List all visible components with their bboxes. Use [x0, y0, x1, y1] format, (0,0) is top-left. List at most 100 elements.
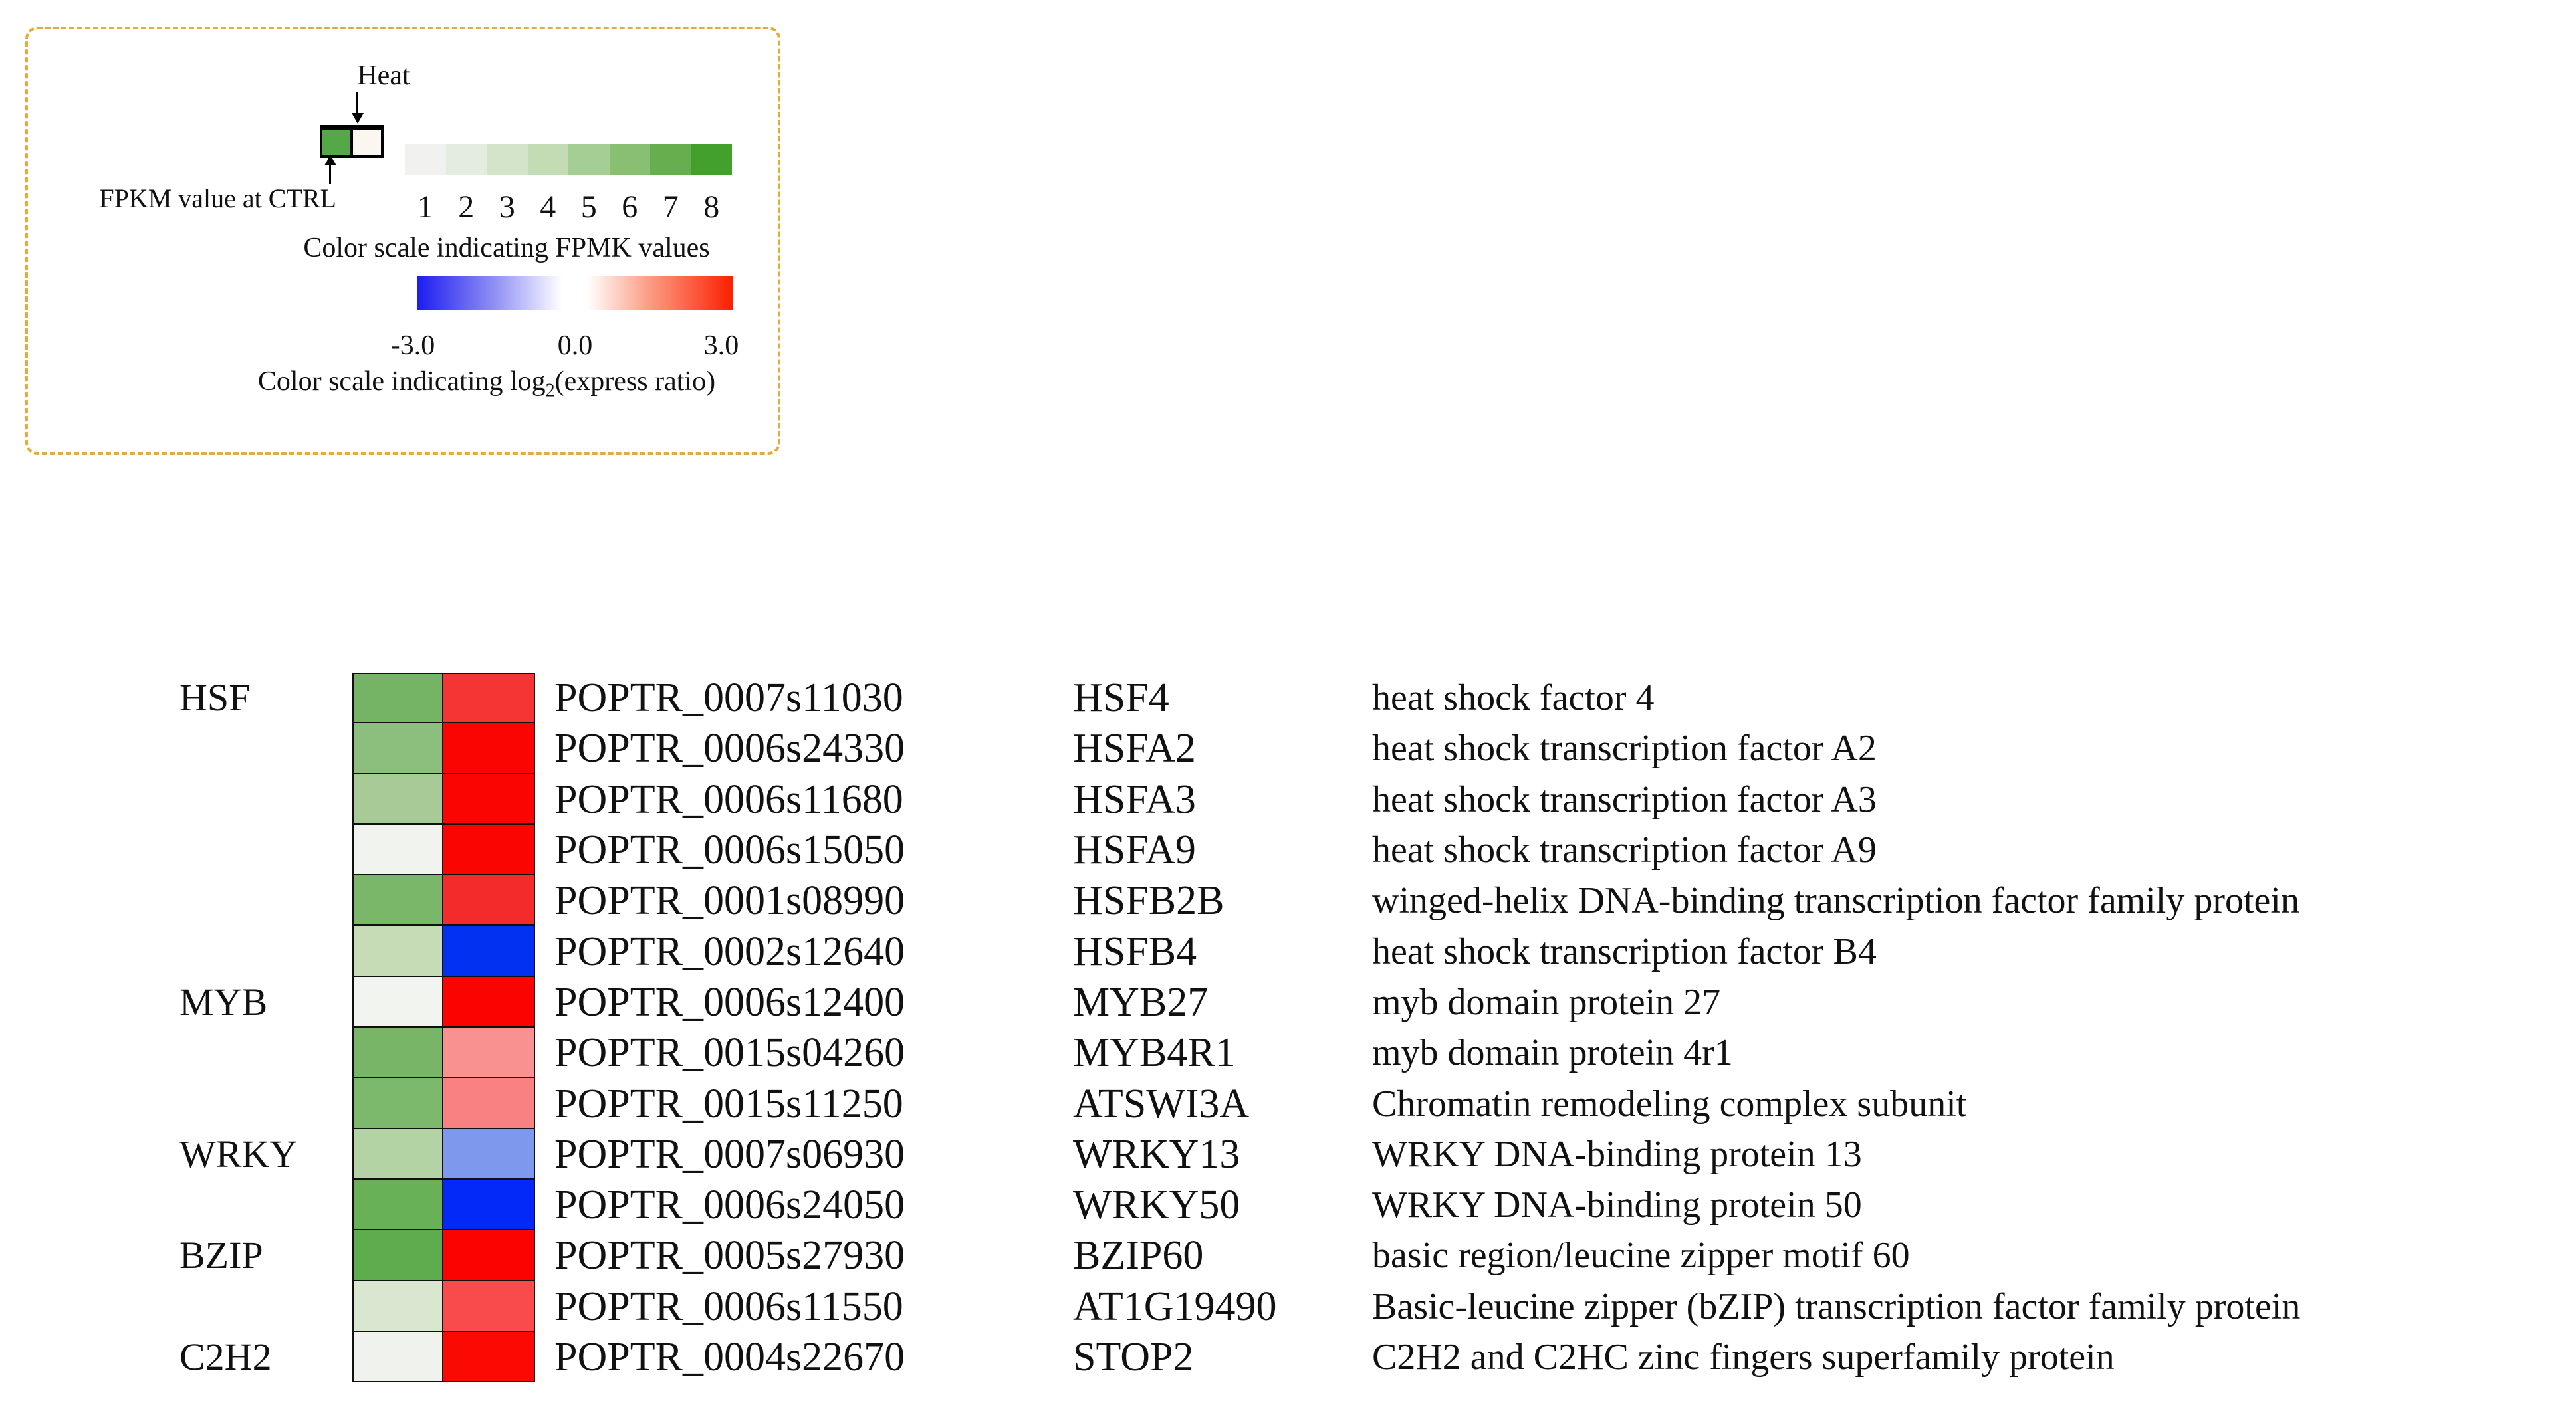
gene-name: HSFA9	[1073, 827, 1196, 873]
gene-name: HSF4	[1073, 675, 1169, 721]
fpkm-scale-tick: 7	[662, 189, 679, 225]
fpkm-heat-cell	[352, 1179, 443, 1231]
sample-cell-pair	[320, 125, 384, 158]
table-row: MYB POPTR_0006s12400 MYB27 myb domain pr…	[0, 976, 2576, 1028]
heat-condition-label: Heat	[357, 60, 410, 91]
gene-name: MYB27	[1073, 979, 1209, 1025]
gene-description: winged-helix DNA-binding transcription f…	[1372, 880, 2299, 922]
gene-description: heat shock transcription factor B4	[1372, 930, 1877, 972]
ratio-tick-max: 3.0	[703, 330, 739, 361]
fpkm-scale-segment	[405, 144, 446, 175]
table-row: WRKY POPTR_0007s06930 WRKY13 WRKY DNA-bi…	[0, 1129, 2576, 1180]
fpkm-scale-tick: 6	[622, 189, 638, 225]
gene-id: POPTR_0002s12640	[554, 928, 905, 974]
gene-description: myb domain protein 4r1	[1372, 1032, 1733, 1074]
gene-description: heat shock factor 4	[1372, 677, 1655, 719]
gene-name: HSFB4	[1073, 928, 1197, 974]
table-row: HSF POPTR_0007s11030 HSF4 heat shock fac…	[0, 673, 2576, 724]
fpkm-scale-segment	[650, 144, 691, 175]
fpkm-heat-cell	[352, 1078, 443, 1129]
gene-id: POPTR_0006s11680	[554, 776, 903, 822]
gene-description: heat shock transcription factor A3	[1372, 778, 1877, 820]
fpkm-heat-cell	[352, 723, 443, 774]
family-label: C2H2	[179, 1335, 272, 1378]
ratio-heat-cell	[443, 976, 535, 1028]
fpkm-ctrl-label: FPKM value at CTRL	[99, 183, 336, 213]
fpkm-heat-cell	[352, 673, 443, 724]
gene-id: POPTR_0001s08990	[554, 878, 905, 924]
gene-id: POPTR_0015s04260	[554, 1030, 905, 1076]
ratio-heat-cell	[443, 774, 535, 825]
gene-id: POPTR_0006s15050	[554, 827, 905, 873]
fpkm-heat-cell	[352, 1129, 443, 1180]
ratio-heat-cell	[443, 875, 535, 926]
family-label: MYB	[179, 980, 268, 1024]
fpkm-scale-segment	[568, 144, 610, 175]
fpkm-heat-cell	[352, 1028, 443, 1079]
fpkm-arrow-line	[329, 164, 331, 184]
ratio-tick-min: -3.0	[390, 330, 435, 361]
fpkm-scale-segment	[445, 144, 487, 175]
fpkm-heat-cell	[352, 926, 443, 977]
gene-id: POPTR_0005s27930	[554, 1233, 905, 1279]
ratio-heat-cell	[443, 1028, 535, 1079]
table-row: POPTR_0002s12640 HSFB4 heat shock transc…	[0, 926, 2576, 977]
table-row: POPTR_0001s08990 HSFB2B winged-helix DNA…	[0, 875, 2576, 926]
family-label: HSF	[179, 676, 251, 720]
gene-name: STOP2	[1073, 1335, 1194, 1380]
fpkm-scale-tick: 8	[703, 189, 720, 225]
gene-description: C2H2 and C2HC zinc fingers superfamily p…	[1372, 1337, 2115, 1378]
table-row: POPTR_0006s11550 AT1G19490 Basic-leucine…	[0, 1281, 2576, 1332]
gene-description: heat shock transcription factor A2	[1372, 728, 1877, 770]
fpkm-heat-cell	[352, 1230, 443, 1281]
ratio-caption-subscript: 2	[545, 380, 555, 401]
gene-id: POPTR_0006s24050	[554, 1182, 905, 1228]
family-label: WRKY	[179, 1132, 298, 1176]
fpkm-heat-cell	[352, 774, 443, 825]
heat-arrow-line	[356, 92, 358, 113]
fpkm-heat-cell	[352, 1331, 443, 1383]
heat-arrow-down-icon	[352, 113, 364, 124]
ratio-heat-cell	[443, 1230, 535, 1281]
gene-description: WRKY DNA-binding protein 50	[1372, 1184, 1862, 1226]
gene-id: POPTR_0015s11250	[554, 1081, 903, 1127]
gene-id: POPTR_0007s06930	[554, 1131, 905, 1177]
table-row: BZIP POPTR_0005s27930 BZIP60 basic regio…	[0, 1230, 2576, 1281]
fpkm-heat-cell	[352, 824, 443, 876]
family-label: BZIP	[179, 1234, 263, 1277]
fpkm-scale-tick: 2	[458, 189, 475, 225]
gene-name: HSFB2B	[1073, 878, 1225, 924]
ratio-heat-cell	[443, 1078, 535, 1129]
table-row: C2H2 POPTR_0004s22670 STOP2 C2H2 and C2H…	[0, 1331, 2576, 1383]
gene-description: Chromatin remodeling complex subunit	[1372, 1083, 1967, 1125]
ratio-tick-zero: 0.0	[557, 330, 593, 361]
gene-description: Basic-leucine zipper (bZIP) transcriptio…	[1372, 1285, 2301, 1327]
ratio-heat-cell	[443, 1179, 535, 1231]
gene-description: heat shock transcription factor A9	[1372, 829, 1877, 871]
fpkm-scale-caption: Color scale indicating FPMK values	[303, 233, 710, 263]
table-row: POPTR_0006s11680 HSFA3 heat shock transc…	[0, 774, 2576, 825]
ratio-heat-cell	[443, 1281, 535, 1332]
log2-ratio-color-scale	[417, 276, 733, 310]
table-row: POPTR_0006s24330 HSFA2 heat shock transc…	[0, 723, 2576, 774]
gene-name: MYB4R1	[1073, 1030, 1236, 1076]
sample-ctrl-cell	[322, 130, 353, 155]
gene-heatmap-table: HSF POPTR_0007s11030 HSF4 heat shock fac…	[0, 673, 2576, 1383]
gene-description: myb domain protein 27	[1372, 981, 1721, 1023]
fpkm-scale-tick: 1	[417, 189, 433, 225]
table-row: POPTR_0006s24050 WRKY50 WRKY DNA-binding…	[0, 1179, 2576, 1231]
ratio-heat-cell	[443, 1331, 535, 1383]
gene-description: WRKY DNA-binding protein 13	[1372, 1133, 1862, 1175]
fpkm-scale-segment	[691, 144, 732, 175]
fpkm-scale-segment	[609, 144, 650, 175]
ratio-caption-pre: Color scale indicating log	[257, 366, 546, 397]
ratio-heat-cell	[443, 824, 535, 876]
gene-id: POPTR_0006s12400	[554, 979, 905, 1025]
gene-description: basic region/leucine zipper motif 60	[1372, 1235, 1910, 1277]
fpkm-heat-cell	[352, 1281, 443, 1332]
gene-name: BZIP60	[1073, 1233, 1204, 1279]
gene-id: POPTR_0007s11030	[554, 675, 903, 721]
gene-name: WRKY13	[1073, 1131, 1240, 1177]
